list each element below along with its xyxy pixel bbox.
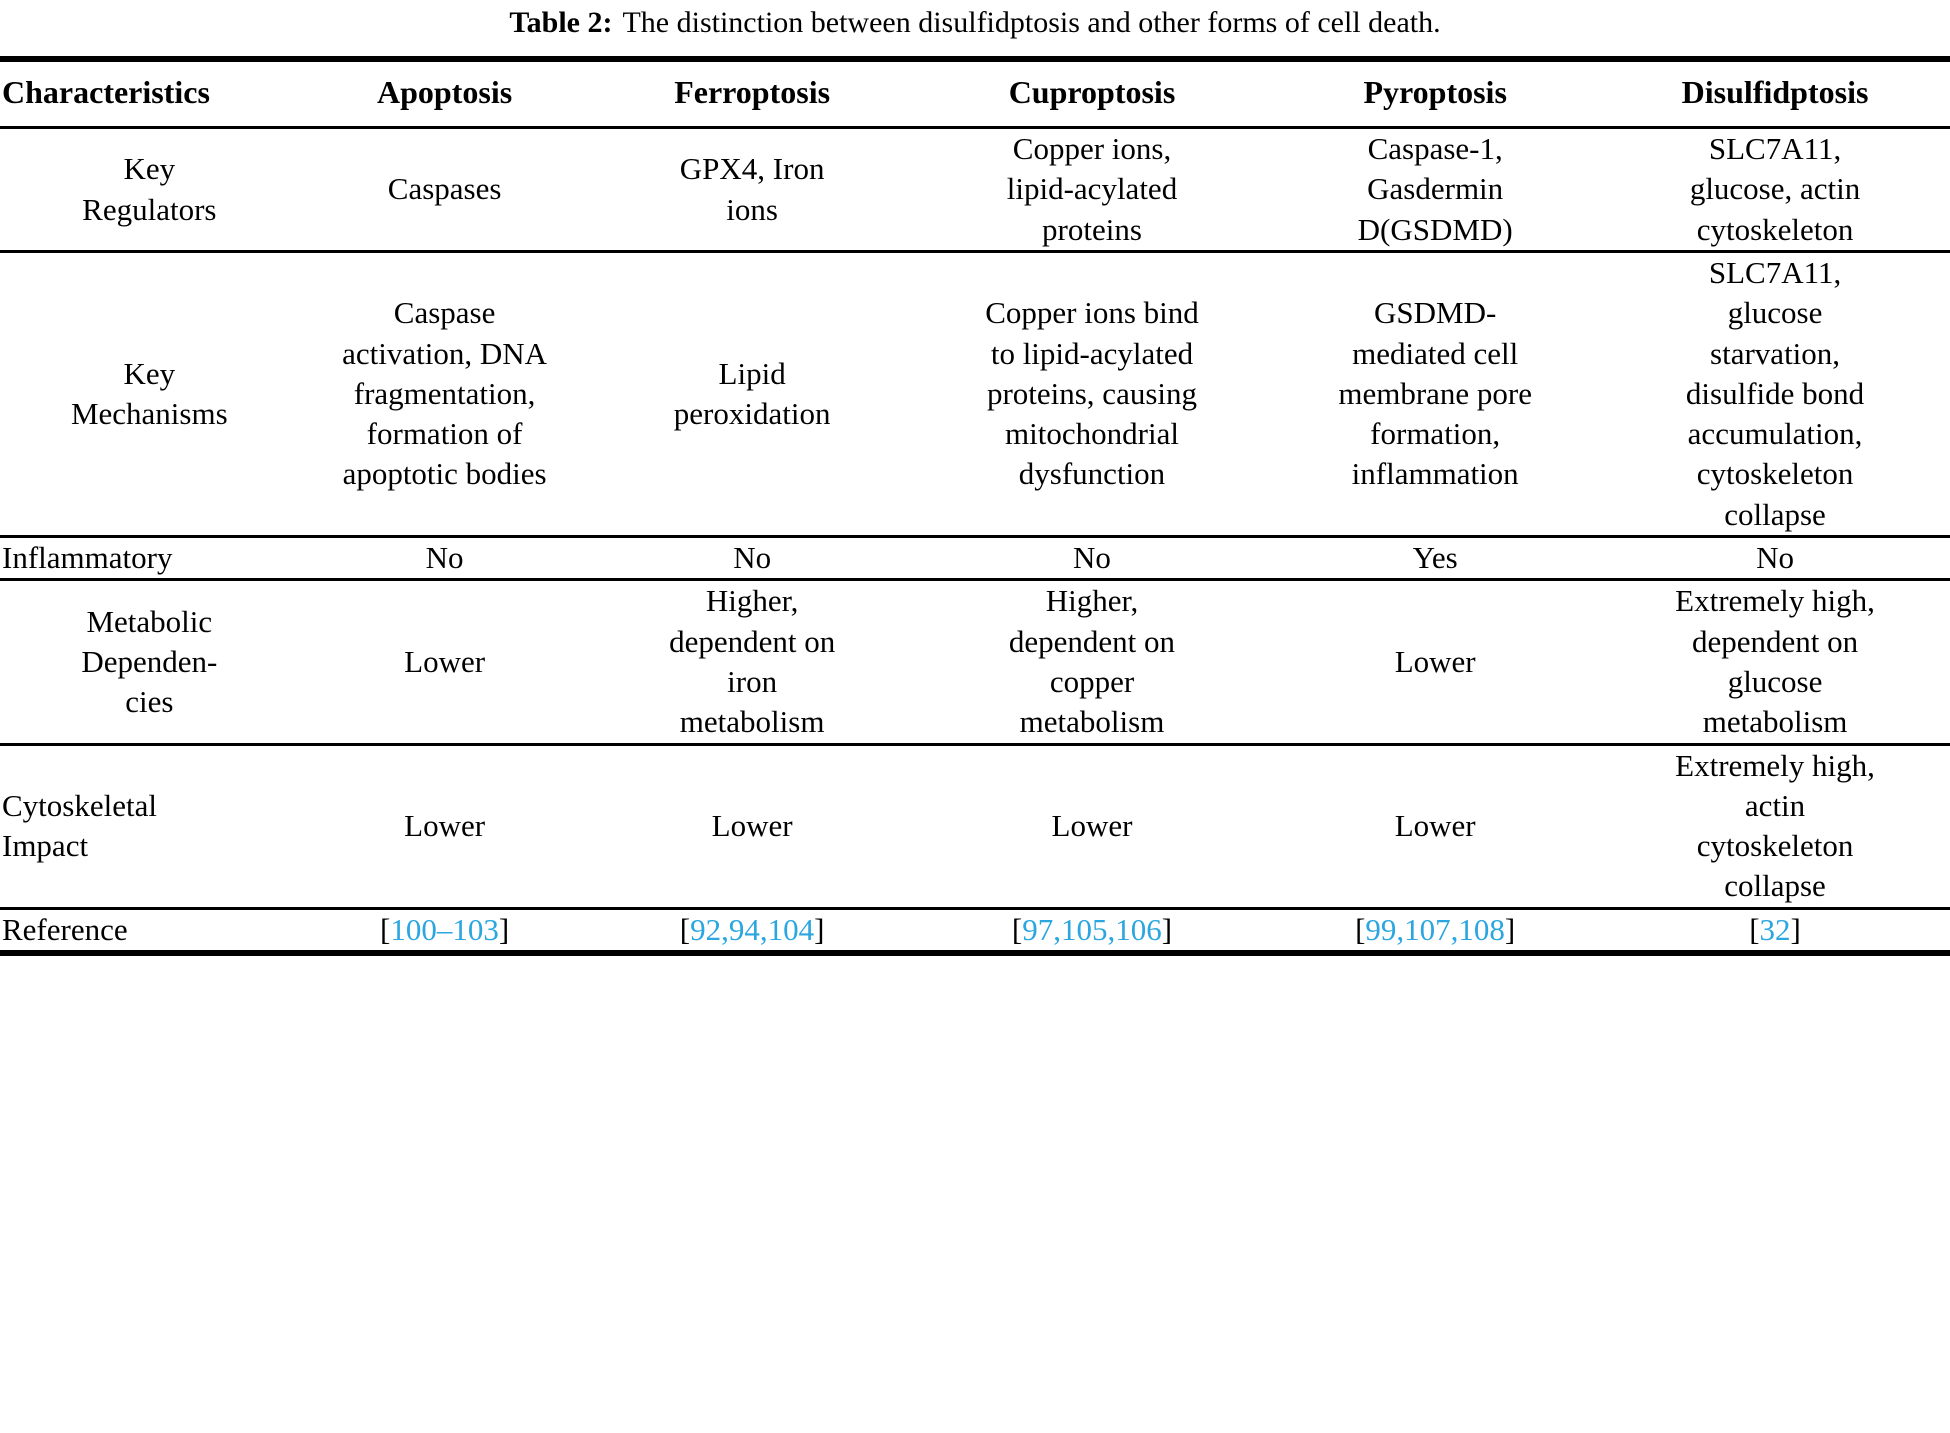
table-cell-reference: [97,105,106] xyxy=(914,910,1271,951)
table-caption-label: Table 2: xyxy=(509,6,613,39)
citation-link[interactable]: 97,105,106 xyxy=(1022,911,1162,947)
bracket-close: ] xyxy=(814,911,825,947)
table-cell-reference: [99,107,108] xyxy=(1270,910,1600,951)
bracket-open: [ xyxy=(679,911,691,947)
comparison-table: Characteristics Apoptosis Ferroptosis Cu… xyxy=(0,55,1950,957)
bracket-close: ] xyxy=(1790,911,1801,947)
column-header-ferroptosis: Ferroptosis xyxy=(674,73,831,110)
row-rule xyxy=(0,250,1950,254)
table-cell: Lipid peroxidation xyxy=(673,355,831,432)
row-header: Cytoskeletal Impact xyxy=(2,787,157,864)
table-cell: Caspases xyxy=(387,171,502,207)
column-header-disulfidptosis: Disulfidptosis xyxy=(1681,73,1869,110)
table-cell: Copper ions, lipid-acylated proteins xyxy=(1006,131,1178,247)
table-cell: Caspase-1, Gasdermin D(GSDMD) xyxy=(1357,131,1513,247)
table-cell-reference: [32] xyxy=(1600,910,1950,951)
row-rule xyxy=(0,742,1950,747)
table-header-row: Characteristics Apoptosis Ferroptosis Cu… xyxy=(0,61,1950,128)
table-cell: Higher, dependent on copper metabolism xyxy=(1008,583,1176,740)
table-cell: SLC7A11, glucose, actin cytoskeleton xyxy=(1689,131,1861,247)
table-cell: Lower xyxy=(1051,807,1133,843)
table-row: Inflammatory No No No Yes No xyxy=(0,538,1950,580)
row-header: Key Regulators xyxy=(82,151,217,227)
table-cell-reference: [92,94,104] xyxy=(591,910,914,951)
column-header-pyroptosis: Pyroptosis xyxy=(1363,73,1507,110)
bracket-open: [ xyxy=(380,911,391,947)
header-rule xyxy=(0,126,1950,130)
row-header: Metabolic Dependen- cies xyxy=(81,603,218,720)
table-row-reference: Reference [100–103] [92,94,104] [97,105,… xyxy=(0,910,1950,951)
table-cell: SLC7A11, glucose starvation, disulfide b… xyxy=(1685,254,1865,532)
row-header: Key Mechanisms xyxy=(70,355,228,432)
table-cell: Caspase activation, DNA fragmentation, f… xyxy=(342,295,548,492)
table-cell: Lower xyxy=(404,807,486,843)
row-header: Inflammatory xyxy=(2,540,173,576)
table-cell: Extremely high, actin cytoskeleton colla… xyxy=(1675,747,1875,904)
table-caption-text: The distinction between disulfidptosis a… xyxy=(622,6,1441,39)
table-cell: Lower xyxy=(404,643,486,679)
row-header: Reference xyxy=(2,911,128,947)
column-header-characteristics: Characteristics xyxy=(2,73,210,110)
table-cell: Lower xyxy=(1394,807,1476,843)
table-cell: No xyxy=(733,540,772,576)
table-cell: GPX4, Iron ions xyxy=(679,151,825,227)
table-cell: GSDMD- mediated cell membrane pore forma… xyxy=(1338,295,1533,492)
table-top-rule xyxy=(0,55,1950,62)
bracket-close: ] xyxy=(1161,911,1173,947)
citation-link[interactable]: 92,94,104 xyxy=(690,911,815,947)
table-cell: Copper ions bind to lipid-acylated prote… xyxy=(985,295,1199,492)
table-cell: Lower xyxy=(711,807,793,843)
table-cell-reference: [100–103] xyxy=(299,910,591,951)
row-rule xyxy=(0,535,1950,539)
bracket-open: [ xyxy=(1355,911,1366,947)
bracket-open: [ xyxy=(1749,911,1760,947)
table-cell: No xyxy=(1073,540,1111,576)
table-bottom-rule xyxy=(0,950,1950,957)
table-row: Cytoskeletal Impact Lower Lower Lower Lo… xyxy=(0,746,1950,909)
bracket-open: [ xyxy=(1011,911,1023,947)
table-row: Key Regulators Caspases GPX4, Iron ions … xyxy=(0,129,1950,251)
row-rule xyxy=(0,578,1950,583)
row-rule xyxy=(0,907,1950,911)
table-cell: Yes xyxy=(1412,540,1458,576)
citation-link[interactable]: 99,107,108 xyxy=(1365,911,1505,947)
bracket-close: ] xyxy=(1504,911,1516,947)
table-cell: No xyxy=(425,540,464,576)
column-header-apoptosis: Apoptosis xyxy=(377,73,513,110)
table-cell: Higher, dependent on iron metabolism xyxy=(669,583,836,740)
table-row: Key Mechanisms Caspase activation, DNA f… xyxy=(0,253,1950,537)
table-caption: Table 2: The distinction between disulfid… xyxy=(0,0,1950,56)
citation-link[interactable]: 32 xyxy=(1759,911,1791,947)
bracket-close: ] xyxy=(498,911,510,947)
table-cell: Lower xyxy=(1394,643,1476,679)
citation-link[interactable]: 100–103 xyxy=(390,911,499,947)
table-cell: No xyxy=(1756,540,1794,576)
column-header-cuproptosis: Cuproptosis xyxy=(1008,73,1176,110)
table-cell: Extremely high, dependent on glucose met… xyxy=(1675,583,1875,740)
table-row: Metabolic Dependen- cies Lower Higher, d… xyxy=(0,581,1950,744)
